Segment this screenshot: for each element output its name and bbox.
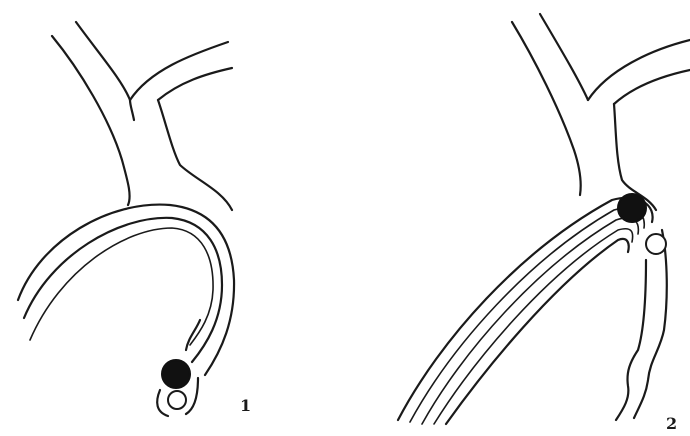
fig1-branch-right-bottom: [158, 68, 232, 100]
fig2-open-circle: [646, 234, 666, 254]
figure-2-number: 2: [666, 414, 677, 433]
fig2-branch-left-outer: [512, 22, 581, 195]
fig1-filled-circle: [162, 360, 190, 388]
fig1-arch-middle: [24, 218, 222, 362]
fig2-bundle-line-4: [434, 229, 633, 424]
fig2-bundle-line-2: [410, 208, 644, 422]
figure-2-drawing: [398, 14, 690, 424]
fig2-branch-right-top: [588, 40, 690, 100]
fig1-branch-right-top: [130, 42, 228, 100]
figure-1-number: 1: [240, 396, 251, 415]
fig2-branch-right-bottom: [614, 70, 690, 104]
fig2-filled-circle: [618, 194, 646, 222]
fig1-tube-bottom-right: [186, 378, 198, 414]
figure-1-drawing: [18, 22, 234, 416]
fig1-tube-bottom-left: [157, 390, 168, 416]
fig1-open-circle: [168, 391, 186, 409]
fig2-bundle-line-1: [398, 198, 653, 420]
fig2-tube-left: [616, 260, 646, 420]
fig1-branch-left-inner: [76, 22, 130, 100]
fig1-branch-left-outer: [52, 36, 130, 205]
fig2-tube-right: [634, 230, 667, 418]
fig1-trunk-right: [158, 100, 232, 210]
fig1-trunk-left-join: [130, 100, 134, 120]
